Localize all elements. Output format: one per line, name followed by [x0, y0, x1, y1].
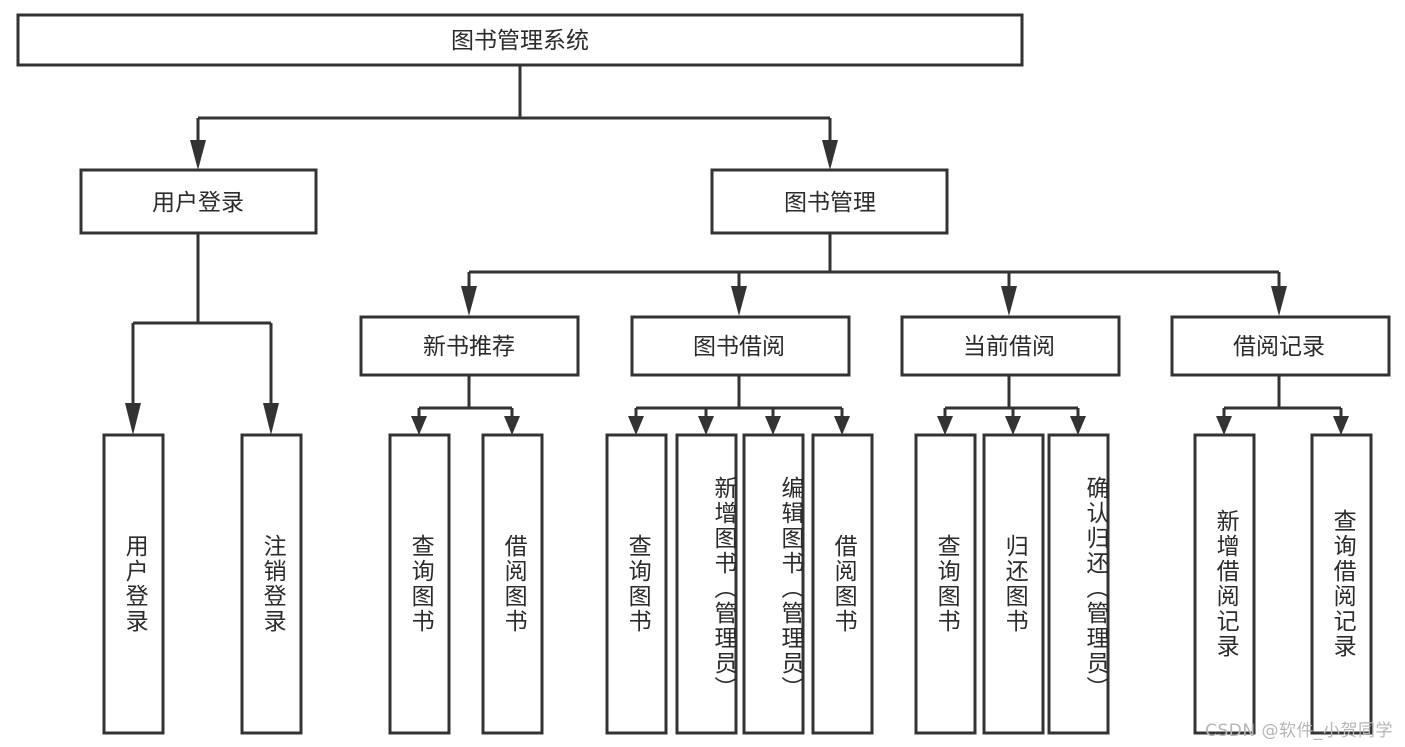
node-leaf-query-book-3[interactable] — [914, 433, 977, 735]
node-leaf-query-record[interactable] — [1310, 433, 1373, 735]
node-borrow-record-box[interactable] — [1170, 315, 1391, 377]
node-current-borrow-box[interactable] — [900, 315, 1121, 377]
arrow-to-leaf-add-record — [1216, 416, 1232, 435]
arrow-to-leaf-user-login — [125, 403, 141, 435]
node-leaf-confirm-return-box[interactable] — [1047, 433, 1110, 735]
arrow-to-book-borrow — [731, 286, 747, 316]
node-book-manage[interactable]: 图书管理 — [710, 168, 949, 235]
arrow-to-leaf-query-record — [1333, 416, 1349, 435]
node-leaf-add-record[interactable] — [1193, 433, 1256, 735]
arrow-to-leaf-logout — [263, 403, 279, 435]
node-leaf-add-book[interactable] — [675, 433, 738, 735]
node-leaf-query-book-1[interactable] — [388, 433, 451, 735]
node-leaf-return-book-box[interactable] — [982, 433, 1045, 735]
arrow-to-user-login — [190, 140, 206, 170]
node-leaf-borrow-book-2[interactable] — [811, 433, 874, 735]
arrow-to-leaf-return-book — [1005, 416, 1021, 435]
node-new-book-rec[interactable]: 新书推荐 — [359, 315, 580, 377]
arrow-to-book-manage — [822, 140, 838, 170]
node-book-borrow-label: 图书借阅 — [693, 334, 785, 360]
arrow-to-leaf-edit-book — [765, 416, 781, 435]
arrow-to-borrow-record — [1271, 286, 1287, 316]
arrow-to-current-borrow — [1001, 286, 1017, 316]
node-borrow-record-label: 借阅记录 — [1233, 334, 1325, 360]
node-leaf-logout[interactable] — [240, 433, 303, 735]
arrow-to-leaf-query-book-1 — [411, 416, 427, 435]
node-leaf-query-book-2-box[interactable] — [605, 433, 668, 735]
node-leaf-user-login[interactable] — [102, 433, 165, 735]
node-leaf-query-book-3-box[interactable] — [914, 433, 977, 735]
node-current-borrow[interactable]: 当前借阅 — [900, 315, 1121, 377]
node-root[interactable]: 图书管理系统 — [16, 13, 1024, 67]
arrow-to-leaf-borrow-book-2 — [834, 416, 850, 435]
arrow-to-leaf-add-book — [698, 416, 714, 435]
node-book-manage-label: 图书管理 — [784, 190, 876, 216]
node-user-login-label: 用户登录 — [152, 190, 244, 216]
node-root-box[interactable] — [16, 13, 1024, 67]
node-leaf-return-book[interactable] — [982, 433, 1045, 735]
node-leaf-logout-box[interactable] — [240, 433, 303, 735]
node-leaf-query-book-2[interactable] — [605, 433, 668, 735]
node-leaf-query-book-1-box[interactable] — [388, 433, 451, 735]
node-user-login[interactable]: 用户登录 — [79, 168, 318, 235]
node-borrow-record[interactable]: 借阅记录 — [1170, 315, 1391, 377]
node-leaf-borrow-book-2-box[interactable] — [811, 433, 874, 735]
arrow-to-leaf-query-book-3 — [937, 416, 953, 435]
node-leaf-confirm-return[interactable] — [1047, 433, 1110, 735]
node-leaf-edit-book-box[interactable] — [742, 433, 805, 735]
node-leaf-borrow-book-1-box[interactable] — [481, 433, 544, 735]
arrow-to-leaf-borrow-book-1 — [504, 416, 520, 435]
node-leaf-add-book-box[interactable] — [675, 433, 738, 735]
node-root-label: 图书管理系统 — [451, 28, 589, 54]
arrow-to-leaf-query-book-2 — [628, 416, 644, 435]
node-new-book-rec-box[interactable] — [359, 315, 580, 377]
node-book-borrow-box[interactable] — [630, 315, 851, 377]
arrow-to-leaf-confirm-return — [1070, 416, 1086, 435]
node-leaf-query-record-box[interactable] — [1310, 433, 1373, 735]
arrow-to-new-book-rec — [461, 286, 477, 316]
node-new-book-rec-label: 新书推荐 — [423, 334, 515, 360]
node-user-login-box[interactable] — [79, 168, 318, 235]
connector-layer — [125, 65, 1349, 435]
node-book-manage-box[interactable] — [710, 168, 949, 235]
node-leaf-user-login-box[interactable] — [102, 433, 165, 735]
node-leaf-edit-book[interactable] — [742, 433, 805, 735]
node-leaf-borrow-book-1[interactable] — [481, 433, 544, 735]
node-current-borrow-label: 当前借阅 — [963, 334, 1055, 360]
node-book-borrow[interactable]: 图书借阅 — [630, 315, 851, 377]
node-leaf-add-record-box[interactable] — [1193, 433, 1256, 735]
